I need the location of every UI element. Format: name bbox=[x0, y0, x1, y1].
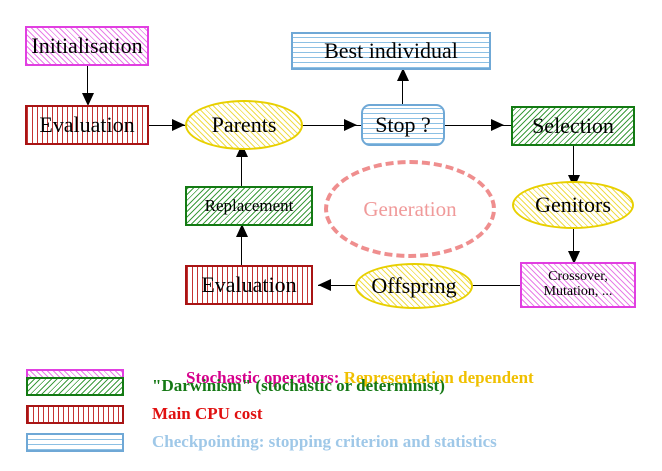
edge-operators-to-offspring bbox=[456, 285, 520, 286]
edge-stop-to-selection bbox=[445, 125, 511, 126]
arrowhead-stop-to-best-individual bbox=[397, 68, 409, 81]
node-initialisation-label: Initialisation bbox=[31, 33, 143, 59]
legend-label-main-cpu-cost: Main CPU cost bbox=[152, 404, 263, 423]
edge-evaluation-to-parents bbox=[148, 125, 190, 126]
legend-swatch-checkpointing bbox=[26, 432, 124, 452]
node-replacement-label: Replacement bbox=[204, 196, 294, 216]
legend-label-darwinism: "Darwinism" (stochastic or determinist) bbox=[152, 376, 445, 395]
node-best-individual-label: Best individual bbox=[324, 38, 458, 64]
node-operators[interactable]: Crossover, Mutation, ... bbox=[520, 262, 636, 308]
node-evaluation-bottom-label: Evaluation bbox=[201, 272, 297, 298]
arrowhead-evaluation-to-replacement bbox=[236, 224, 248, 237]
node-offspring[interactable]: Offspring bbox=[355, 263, 473, 309]
node-genitors[interactable]: Genitors bbox=[512, 181, 634, 229]
arrowhead-parents-to-stop bbox=[344, 119, 357, 131]
edge-offspring-to-evaluation bbox=[318, 285, 362, 286]
arrowhead-evaluation-to-parents bbox=[172, 119, 185, 131]
node-selection[interactable]: Selection bbox=[511, 106, 635, 146]
node-genitors-label: Genitors bbox=[535, 192, 611, 218]
legend-swatch-darwinism bbox=[26, 376, 124, 396]
edge-parents-to-stop bbox=[300, 125, 362, 126]
legend-label-checkpointing: Checkpointing: stopping criterion and st… bbox=[152, 432, 497, 451]
generation-label: Generation bbox=[363, 196, 457, 221]
legend-label-primary: Stochastic operators: bbox=[186, 368, 340, 387]
generation-cycle-ellipse: Generation bbox=[324, 160, 496, 258]
arrowhead-offspring-to-evaluation bbox=[318, 279, 331, 291]
node-parents-label: Parents bbox=[211, 112, 277, 138]
edge-replacement-to-parents bbox=[241, 146, 242, 186]
edge-evaluation-to-replacement bbox=[241, 226, 242, 266]
legend-label-group: Stochastic operators: Representation dep… bbox=[152, 348, 534, 408]
legend-swatch-main-cpu-cost bbox=[26, 404, 124, 424]
edge-initialisation-to-evaluation bbox=[87, 66, 88, 96]
node-operators-label: Crossover, Mutation, ... bbox=[543, 269, 613, 299]
legend-row: "Darwinism" (stochastic or determinist) bbox=[26, 376, 445, 396]
node-offspring-label: Offspring bbox=[371, 273, 457, 299]
node-stop-label: Stop ? bbox=[375, 112, 431, 138]
edge-selection-to-genitors bbox=[573, 146, 574, 180]
node-initialisation[interactable]: Initialisation bbox=[25, 26, 149, 66]
node-selection-label: Selection bbox=[532, 113, 614, 139]
legend-row: Main CPU cost bbox=[26, 404, 262, 424]
arrowhead-initialisation-to-evaluation bbox=[82, 93, 94, 106]
node-evaluation-bottom[interactable]: Evaluation bbox=[185, 265, 313, 305]
legend-label-secondary: Representation dependent bbox=[343, 368, 534, 387]
node-replacement[interactable]: Replacement bbox=[185, 186, 313, 226]
node-evaluation-top-label: Evaluation bbox=[39, 112, 135, 138]
edge-stop-to-best-individual bbox=[402, 70, 403, 108]
node-evaluation-top[interactable]: Evaluation bbox=[25, 105, 149, 145]
node-parents[interactable]: Parents bbox=[185, 100, 303, 150]
node-best-individual[interactable]: Best individual bbox=[291, 32, 491, 70]
arrowhead-stop-to-selection bbox=[491, 119, 504, 131]
edge-genitors-to-operators bbox=[573, 229, 574, 257]
node-stop[interactable]: Stop ? bbox=[361, 104, 445, 146]
legend-row: Checkpointing: stopping criterion and st… bbox=[26, 432, 497, 452]
arrowhead-genitors-to-operators bbox=[568, 251, 580, 264]
